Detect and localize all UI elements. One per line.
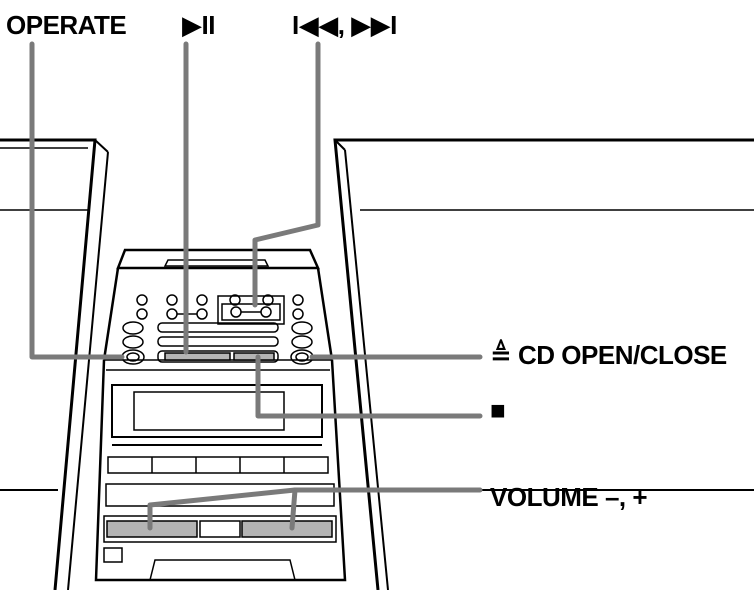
operate-label: OPERATE [6,10,127,40]
left-speaker [0,138,109,590]
callout-leaders [29,41,483,531]
play-pause-label: ▶II [182,10,215,40]
skip-label: I◀◀, ▶▶I [292,10,397,40]
cd-open-close-label: ≜ CD OPEN/CLOSE [490,340,727,370]
stop-label: ■ [490,395,506,425]
volume-label: VOLUME –, + [490,482,648,512]
